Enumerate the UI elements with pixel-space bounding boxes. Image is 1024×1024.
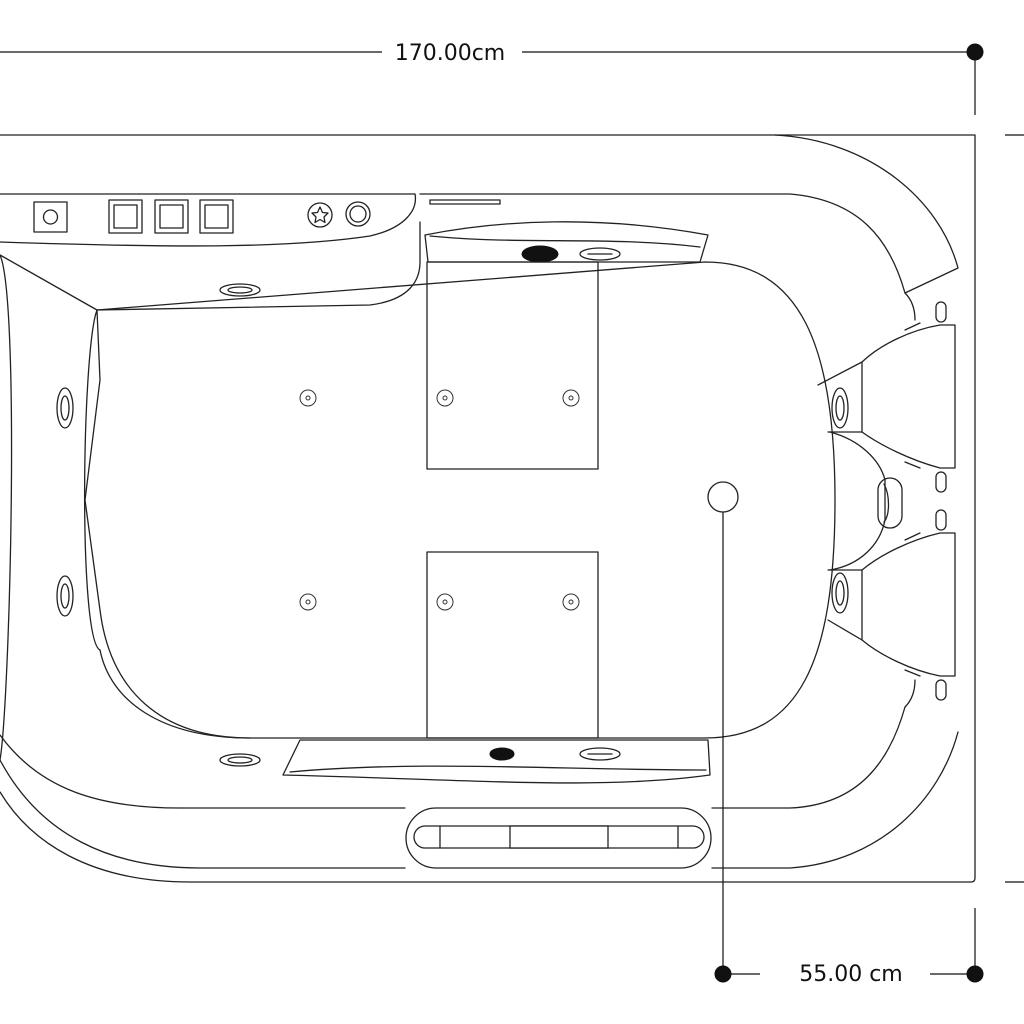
control-buttons [33, 199, 371, 234]
drain [707, 481, 739, 513]
seat-bottom [426, 551, 599, 739]
right-pillow-bottom [827, 509, 956, 701]
inner-basin [84, 261, 836, 739]
dimension-endpoint [966, 43, 984, 61]
drain-offset-dimension: 55.00 cm [714, 908, 984, 987]
bottom-headrest [282, 739, 711, 784]
bottom-jet-nozzle [579, 747, 621, 761]
star-icon [311, 206, 329, 224]
control-button-square-2[interactable] [108, 199, 143, 234]
drain-offset-label: 55.00 cm [799, 962, 903, 987]
length-dimension-label: 170.00cm [395, 41, 506, 66]
grab-handle[interactable] [405, 807, 712, 869]
control-deck [0, 193, 417, 247]
top-drain-jet [521, 245, 559, 263]
control-button-square-4[interactable] [199, 199, 234, 234]
floor-air-jets [299, 389, 580, 611]
tub-rim-curve-top-right [419, 134, 959, 294]
right-center-cushion [829, 431, 886, 571]
inner-basin-edge [0, 254, 13, 761]
overflow-slot [429, 199, 501, 205]
tub-rim-bottom [0, 734, 406, 869]
tub-rim-curve-bottom-right [711, 706, 959, 869]
top-jet-nozzle [579, 247, 621, 261]
tub-outer-rim [0, 134, 976, 883]
top-headrest [424, 221, 709, 263]
control-button-square-3[interactable] [154, 199, 189, 234]
right-drain-fitting [877, 477, 903, 529]
right-pillow-top [817, 301, 956, 493]
star-button[interactable] [307, 202, 333, 228]
side-jets [56, 283, 849, 767]
control-button-square-1[interactable] [33, 201, 68, 233]
length-dimension: 170.00cm [0, 41, 984, 115]
seat-top [426, 261, 599, 470]
button-indicator-icon [42, 209, 59, 225]
round-button[interactable] [345, 201, 371, 227]
left-armrest-slope [0, 221, 421, 311]
bottom-drain-jet [489, 747, 515, 761]
